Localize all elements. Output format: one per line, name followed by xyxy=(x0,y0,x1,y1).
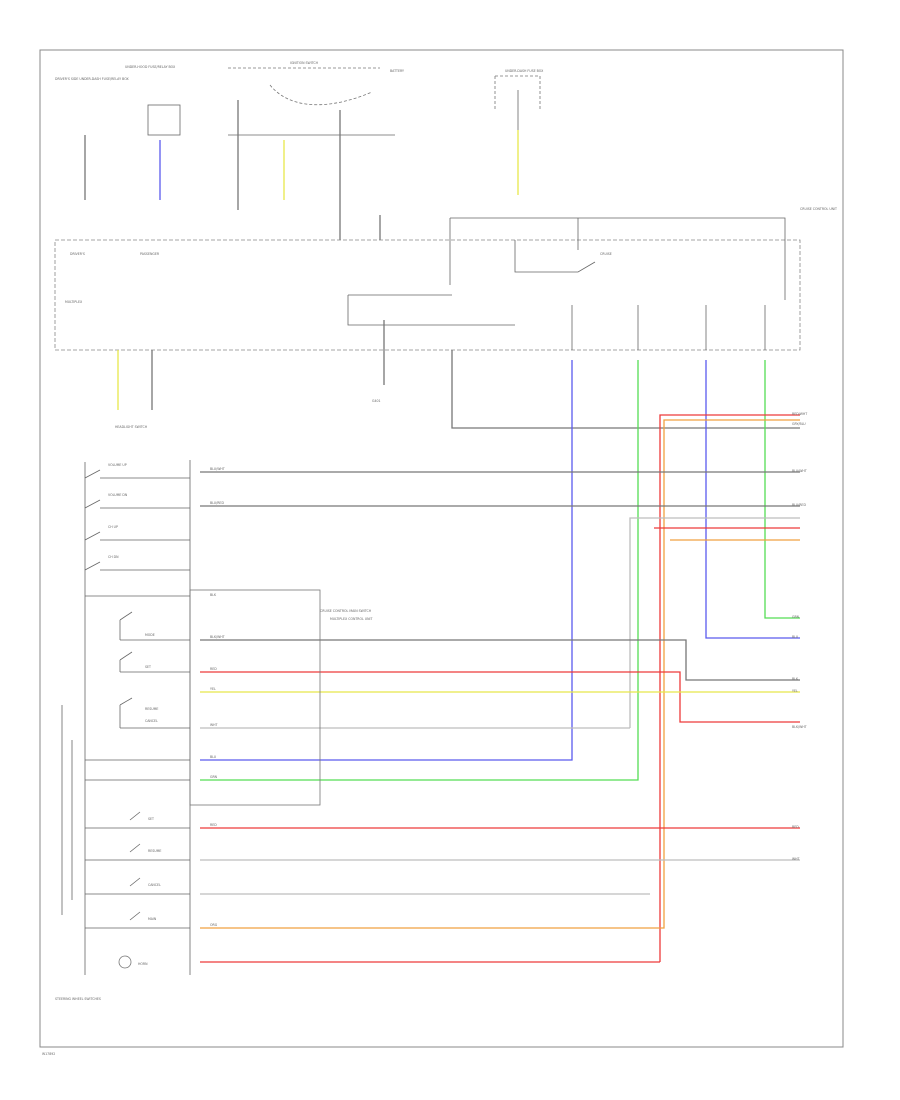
switch-block-label: MULTIPLEX CONTROL UNIT xyxy=(330,617,372,621)
wire-red-top xyxy=(659,414,800,962)
svg-text:SET: SET xyxy=(148,817,154,821)
svg-text:CH UP: CH UP xyxy=(108,525,118,529)
svg-text:RED: RED xyxy=(792,825,799,829)
wire-green-long xyxy=(200,360,639,781)
relay-label: CRUISE xyxy=(600,252,612,256)
svg-text:BLU: BLU xyxy=(792,635,799,639)
svg-text:GRN: GRN xyxy=(210,775,218,779)
footer-code: W17892 xyxy=(42,1052,55,1056)
svg-text:RESUME: RESUME xyxy=(148,849,161,853)
fuse-right-outline xyxy=(494,75,541,110)
horn-symbol xyxy=(118,955,132,969)
wire-sw-3 xyxy=(200,639,800,681)
cruise-box-label: CRUISE CONTROL MAIN SWITCH xyxy=(320,609,372,613)
svg-text:YEL: YEL xyxy=(210,687,216,691)
ignition-label: IGNITION SWITCH xyxy=(290,61,319,65)
ignition-outline xyxy=(228,67,380,106)
fuse-mid-label: UNDER-HOOD FUSE/RELAY BOX xyxy=(125,65,176,69)
cu-inner-line-1 xyxy=(449,217,786,300)
horn-label: HORN xyxy=(138,962,148,966)
switch-block-box xyxy=(189,589,321,806)
switch-bus-left xyxy=(61,462,86,975)
switch-wire-labels: BLU/WHT BLU/RED BLK BLK/WHT RED YEL WHT … xyxy=(210,467,225,927)
combination-switch-label: STEERING WHEEL SWITCHES xyxy=(55,997,101,1001)
svg-text:BLK: BLK xyxy=(210,593,217,597)
svg-text:MAIN: MAIN xyxy=(148,917,157,921)
svg-text:SET: SET xyxy=(145,665,151,669)
svg-text:BLU/WHT: BLU/WHT xyxy=(210,467,225,471)
headlight-label: HEADLIGHT SWITCH xyxy=(115,425,148,429)
svg-text:ORG: ORG xyxy=(210,923,218,927)
svg-text:CANCEL: CANCEL xyxy=(148,883,161,887)
wire-green-right xyxy=(764,360,800,619)
svg-text:CANCEL: CANCEL xyxy=(145,719,158,723)
svg-text:BLK: BLK xyxy=(792,677,799,681)
control-unit-box xyxy=(54,239,801,351)
module-box xyxy=(147,104,181,136)
cu-relay xyxy=(514,218,596,273)
svg-text:BLU/WHT: BLU/WHT xyxy=(792,469,807,473)
svg-text:BLK/WHT: BLK/WHT xyxy=(210,635,225,639)
wire-gray-loop xyxy=(451,350,800,429)
svg-text:BLU: BLU xyxy=(210,755,217,759)
wire-blue-long xyxy=(200,360,573,761)
box-label-a: DRIVER'S xyxy=(70,252,85,256)
svg-text:WHT: WHT xyxy=(792,857,800,861)
box-label-c: MULTIPLEX xyxy=(65,300,83,304)
svg-text:RED: RED xyxy=(210,667,217,671)
terminal-labels-right: RED/WHT GRY/BLU BLU/WHT BLU/RED GRN BLU … xyxy=(792,412,807,861)
svg-text:BLK/WHT: BLK/WHT xyxy=(792,725,807,729)
box-label-b: PASSENGER xyxy=(140,252,160,256)
svg-text:VOLUME UP: VOLUME UP xyxy=(108,463,127,467)
wire-blue-right xyxy=(705,360,800,639)
svg-text:YEL: YEL xyxy=(792,689,798,693)
svg-text:RED: RED xyxy=(210,823,217,827)
svg-text:MODE: MODE xyxy=(145,633,155,637)
cu-inner-line-2 xyxy=(347,294,515,326)
svg-text:WHT: WHT xyxy=(210,723,218,727)
diagram-frame xyxy=(39,49,844,1048)
svg-text:CH DN: CH DN xyxy=(108,555,119,559)
svg-text:GRY/BLU: GRY/BLU xyxy=(792,422,806,426)
switch-contacts xyxy=(84,469,190,929)
wire-orange-top xyxy=(200,419,800,929)
svg-text:RED/WHT: RED/WHT xyxy=(792,412,807,416)
fuse-left-label: DRIVER'S SIDE UNDER-DASH FUSE/RELAY BOX xyxy=(55,77,129,81)
svg-text:VOLUME DN: VOLUME DN xyxy=(108,493,128,497)
wire-sw-4-red xyxy=(200,671,800,723)
ignition-sw-label: BATTERY xyxy=(390,69,404,73)
switch-labels: VOLUME UP VOLUME DN CH UP CH DN MODE SET… xyxy=(108,463,161,921)
svg-text:BLU/RED: BLU/RED xyxy=(210,501,224,505)
ground-label: G401 xyxy=(372,399,381,403)
svg-text:GRN: GRN xyxy=(792,615,800,619)
wire-gray-mid xyxy=(629,517,800,728)
control-unit-label: CRUISE CONTROL UNIT xyxy=(800,207,837,211)
svg-text:BLU/RED: BLU/RED xyxy=(792,503,806,507)
fuse-right-label: UNDER-DASH FUSE BOX xyxy=(505,69,544,73)
svg-text:RESUME: RESUME xyxy=(145,707,158,711)
